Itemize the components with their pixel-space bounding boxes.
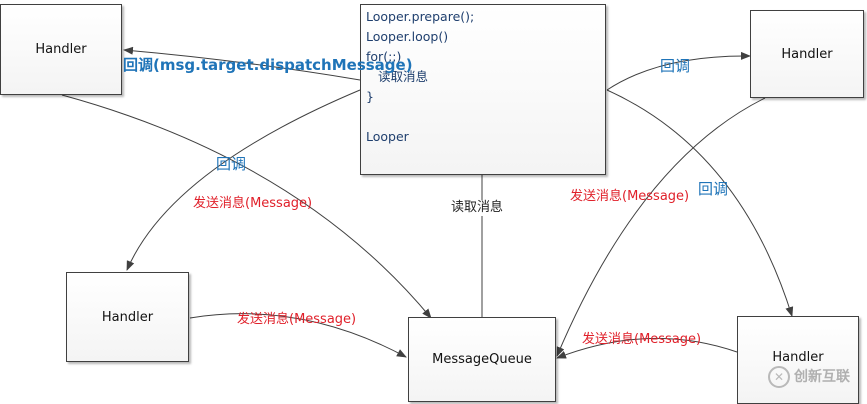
looper-code-line: Looper.loop() [366, 29, 449, 44]
label-send-bottom-right: 发送消息(Message) [582, 332, 702, 347]
label-send-bottom-left: 发送消息(Message) [237, 312, 357, 327]
looper-code-line: for(;;) [366, 49, 402, 64]
arrow-handler-bottom-right-to-queue [556, 337, 738, 359]
watermark: ✕ 创新互联 [768, 366, 850, 388]
label-send-mid-right: 发送消息(Message) [570, 189, 690, 204]
label-read-message: 读取消息 [449, 200, 506, 216]
looper-code-line: } [366, 89, 374, 104]
label-send-mid-left: 发送消息(Message) [193, 196, 313, 211]
looper-code-line: 读取消息 [370, 69, 428, 84]
arrow-looper-to-handler-bottom-right [606, 89, 794, 317]
handler-bottom-right: Handler [737, 316, 859, 404]
looper-code-line: Looper.prepare(); [366, 9, 475, 24]
arrow-looper-to-handler-top-right [606, 51, 751, 91]
watermark-text: 创新互联 [794, 369, 850, 385]
arrow-handler-bottom-left-to-queue [189, 313, 407, 358]
label-callback-mid-left: 回调 [216, 155, 247, 173]
handler-bottom-right-label: Handler [772, 350, 824, 365]
label-callback-top-right: 回调 [660, 57, 691, 75]
looper-box: Looper.prepare(); Looper.loop() for(;;) … [360, 4, 606, 175]
handler-top-right: Handler [750, 10, 864, 98]
handler-top-left: Handler [0, 4, 122, 95]
label-callback-mid-right: 回调 [698, 180, 729, 198]
arrow-handler-top-right-to-queue [556, 97, 766, 357]
watermark-logo-icon: ✕ [768, 366, 790, 388]
arrow-looper-to-handler-top-left [123, 46, 361, 81]
looper-title: Looper [366, 129, 409, 144]
handler-top-left-label: Handler [35, 42, 87, 57]
message-queue-label: MessageQueue [432, 352, 532, 367]
label-callback-dispatch: 回调(msg.target.dispatchMessage) [123, 57, 413, 73]
handler-bottom-left-label: Handler [101, 309, 154, 325]
message-queue: MessageQueue [408, 317, 556, 402]
looper-code-line [366, 107, 605, 127]
handler-top-right-label: Handler [781, 46, 833, 62]
arrow-looper-to-handler-bottom-left [126, 89, 361, 271]
label-callback-dispatch-text: 回调(msg.target.dispatchMessage) [123, 56, 413, 74]
arrow-handler-top-left-to-queue [61, 94, 432, 319]
handler-bottom-left: Handler [66, 272, 189, 362]
